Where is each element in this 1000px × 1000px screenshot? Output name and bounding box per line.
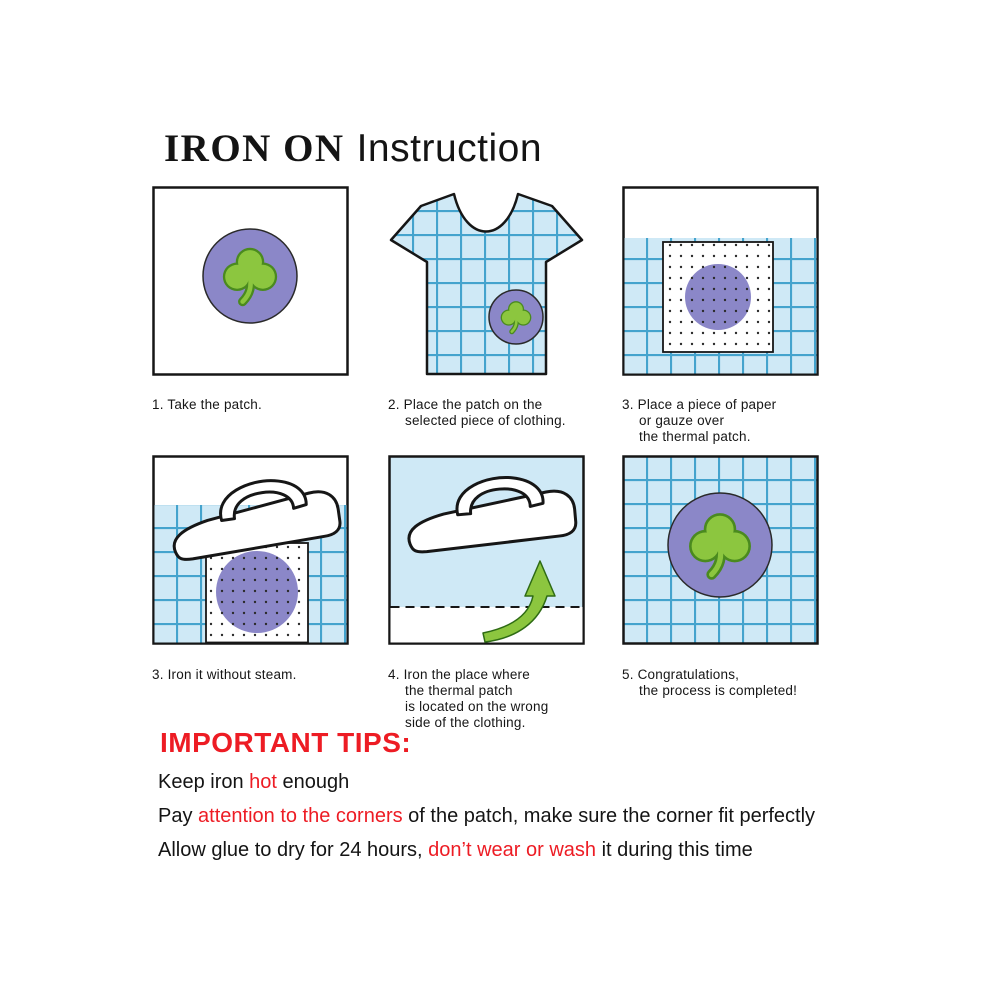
step-4-panel: [152, 455, 349, 645]
tips-heading: IMPORTANT TIPS:: [160, 727, 412, 758]
tip-highlight: attention to the corners: [198, 805, 403, 827]
step-2-illustration: [389, 192, 584, 376]
step-4-caption: 3. Iron it without steam.: [152, 667, 297, 682]
step-1-caption: 1. Take the patch.: [152, 397, 262, 412]
step-4-illustration: [152, 455, 349, 645]
step-2-caption: 2. Place the patch on the selected piece…: [388, 397, 566, 428]
paper-sheet: [205, 542, 309, 644]
step-6-illustration: [622, 455, 819, 645]
step-5-caption: 4. Iron the place where the thermal patc…: [388, 667, 549, 730]
tshirt-shape: [389, 192, 584, 376]
tip-text: Keep iron: [158, 771, 250, 793]
step-2-panel: [388, 186, 585, 376]
paper-sheet: [662, 241, 774, 353]
step-3-panel: [622, 186, 819, 376]
gauze-dots: [206, 543, 308, 643]
step-3-illustration: [622, 186, 819, 376]
step-6-panel: [622, 455, 819, 645]
tip-text: of the patch, make sure the corner fit p…: [402, 805, 816, 827]
step-6-caption: 5. Congratulations, the process is compl…: [622, 667, 798, 698]
tip-line-3: Allow glue to dry for 24 hours, don’t we…: [158, 839, 753, 862]
page-title: IRON ON Instruction: [164, 126, 542, 171]
tip-line-1: Keep iron hot enough: [158, 771, 349, 794]
tip-highlight: hot: [249, 771, 277, 793]
tip-text: it during this time: [596, 839, 753, 861]
step-5-panel: [388, 455, 585, 645]
step-5-illustration: [388, 455, 585, 645]
step-1-panel: [152, 186, 349, 376]
tip-text: Pay: [158, 805, 199, 827]
step-3-caption: 3. Place a piece of paper or gauze over …: [622, 397, 777, 444]
title-part-1: IRON ON: [164, 127, 345, 170]
title-part-2: Instruction: [356, 127, 543, 170]
arrow-up-icon: [482, 560, 556, 643]
tip-highlight: don’t wear or wash: [428, 839, 597, 861]
step-1-illustration: [152, 186, 349, 376]
gauze-dots: [663, 242, 773, 352]
tip-line-2: Pay attention to the corners of the patc…: [158, 805, 815, 828]
tip-text: Allow glue to dry for 24 hours,: [158, 839, 429, 861]
tip-text: enough: [276, 771, 350, 793]
